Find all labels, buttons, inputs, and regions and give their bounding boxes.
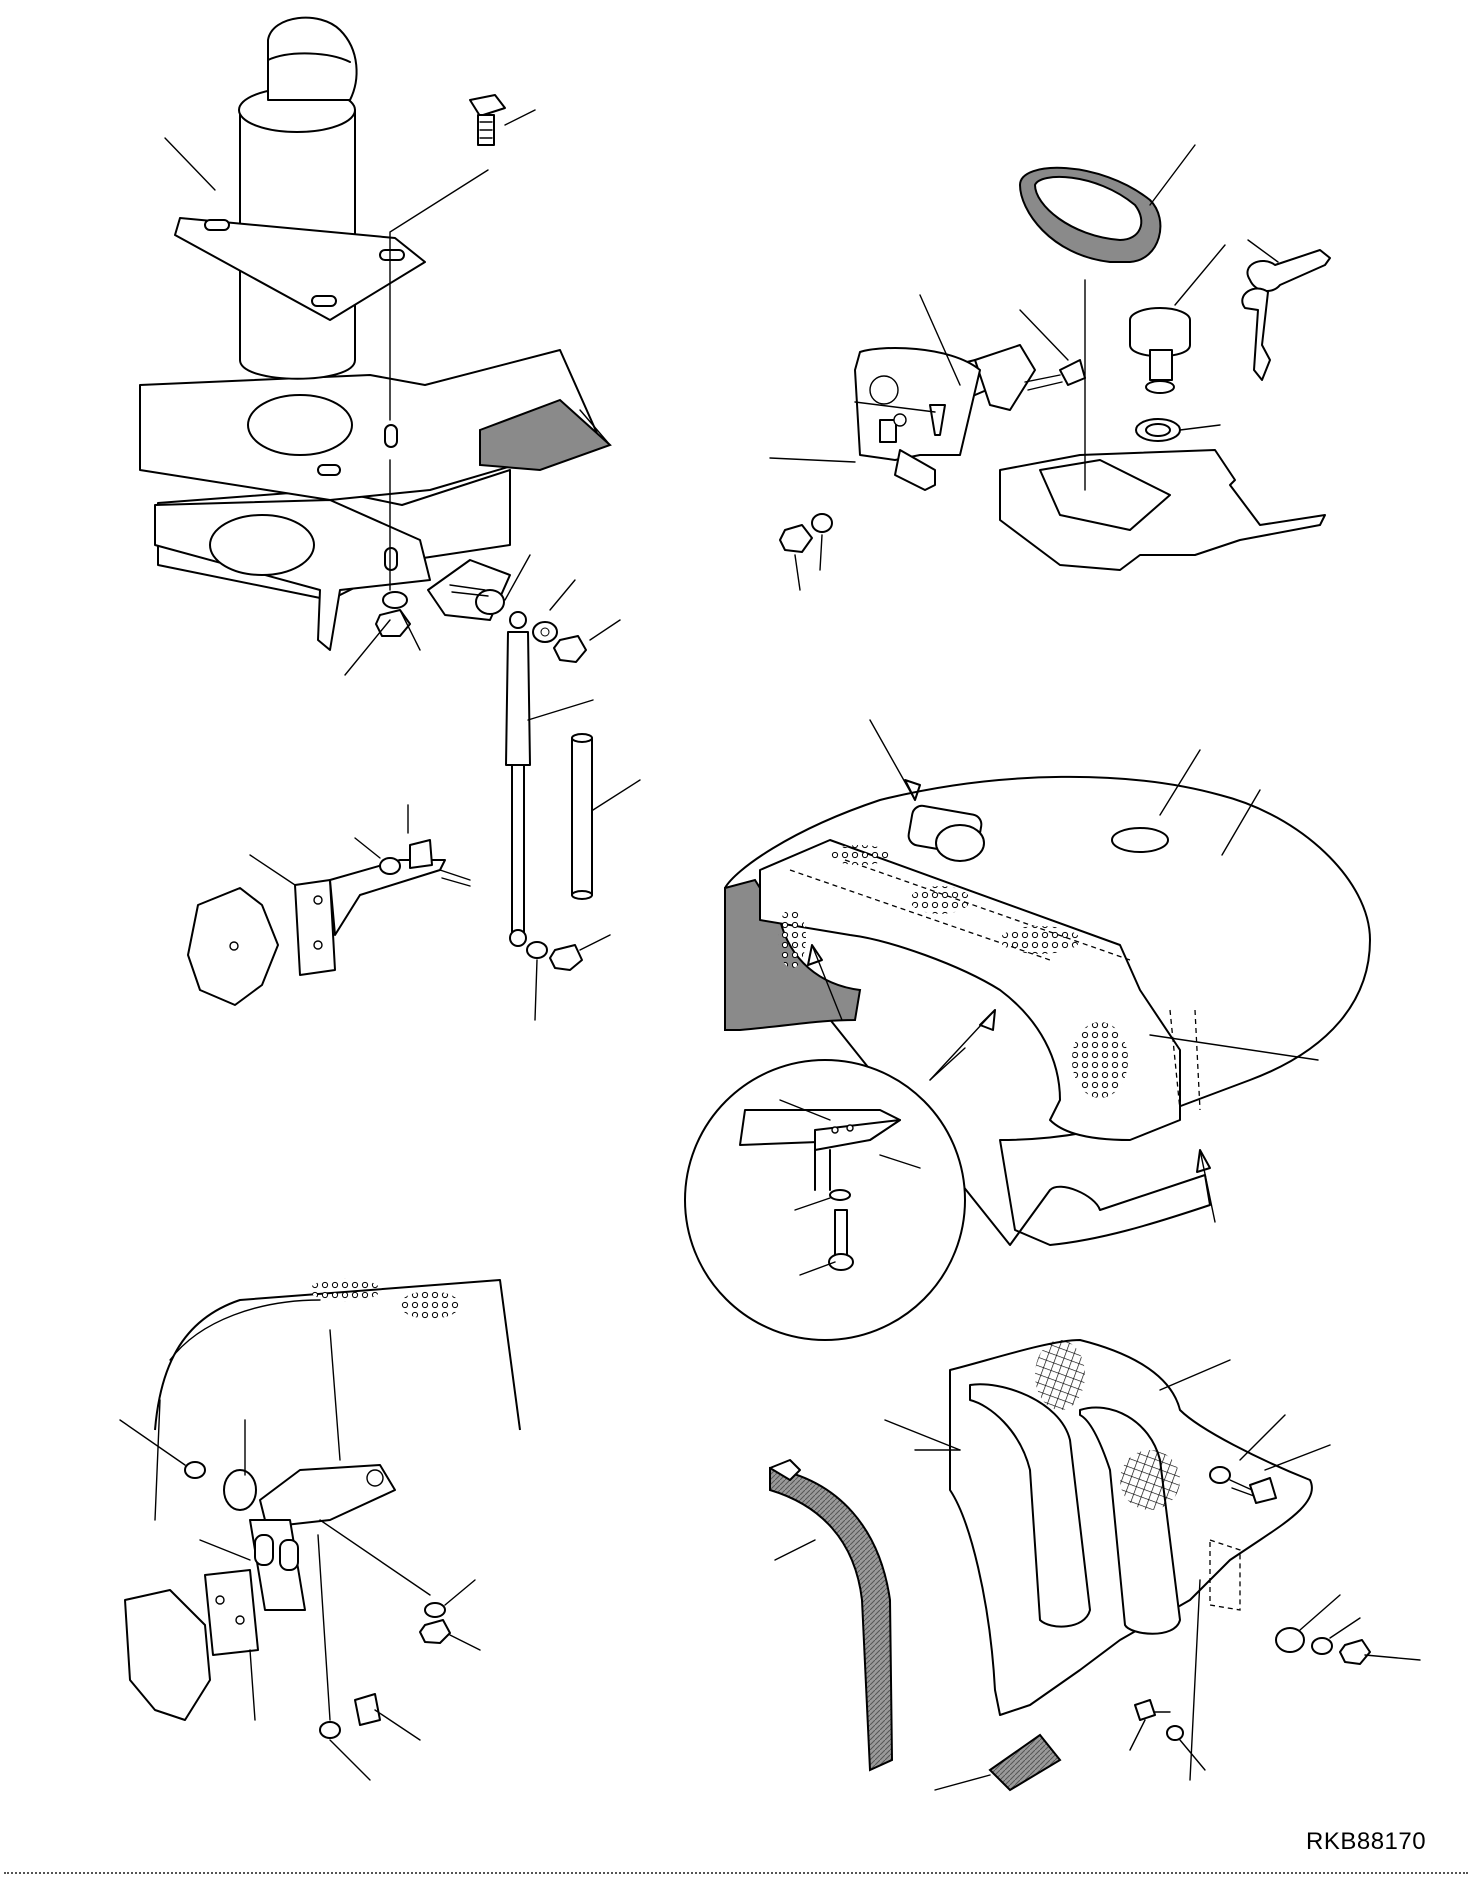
bracket [294, 859, 446, 976]
side-cover [769, 1339, 1421, 1792]
lock-cylinder [1129, 307, 1191, 442]
spacer-rod [571, 733, 593, 900]
drawing-code: RKB88170 [1306, 1828, 1427, 1855]
detail-callout [684, 1059, 966, 1341]
hex-bolt [469, 94, 506, 146]
hinge-assembly [119, 1278, 521, 1781]
lock-assembly [769, 144, 1331, 591]
engine-hood [724, 719, 1371, 1246]
bottom-border [4, 1872, 1468, 1874]
muffler-assembly [139, 16, 641, 1021]
gas-spring [505, 611, 531, 947]
rubber-cap [1018, 166, 1162, 263]
keys [1241, 249, 1331, 381]
